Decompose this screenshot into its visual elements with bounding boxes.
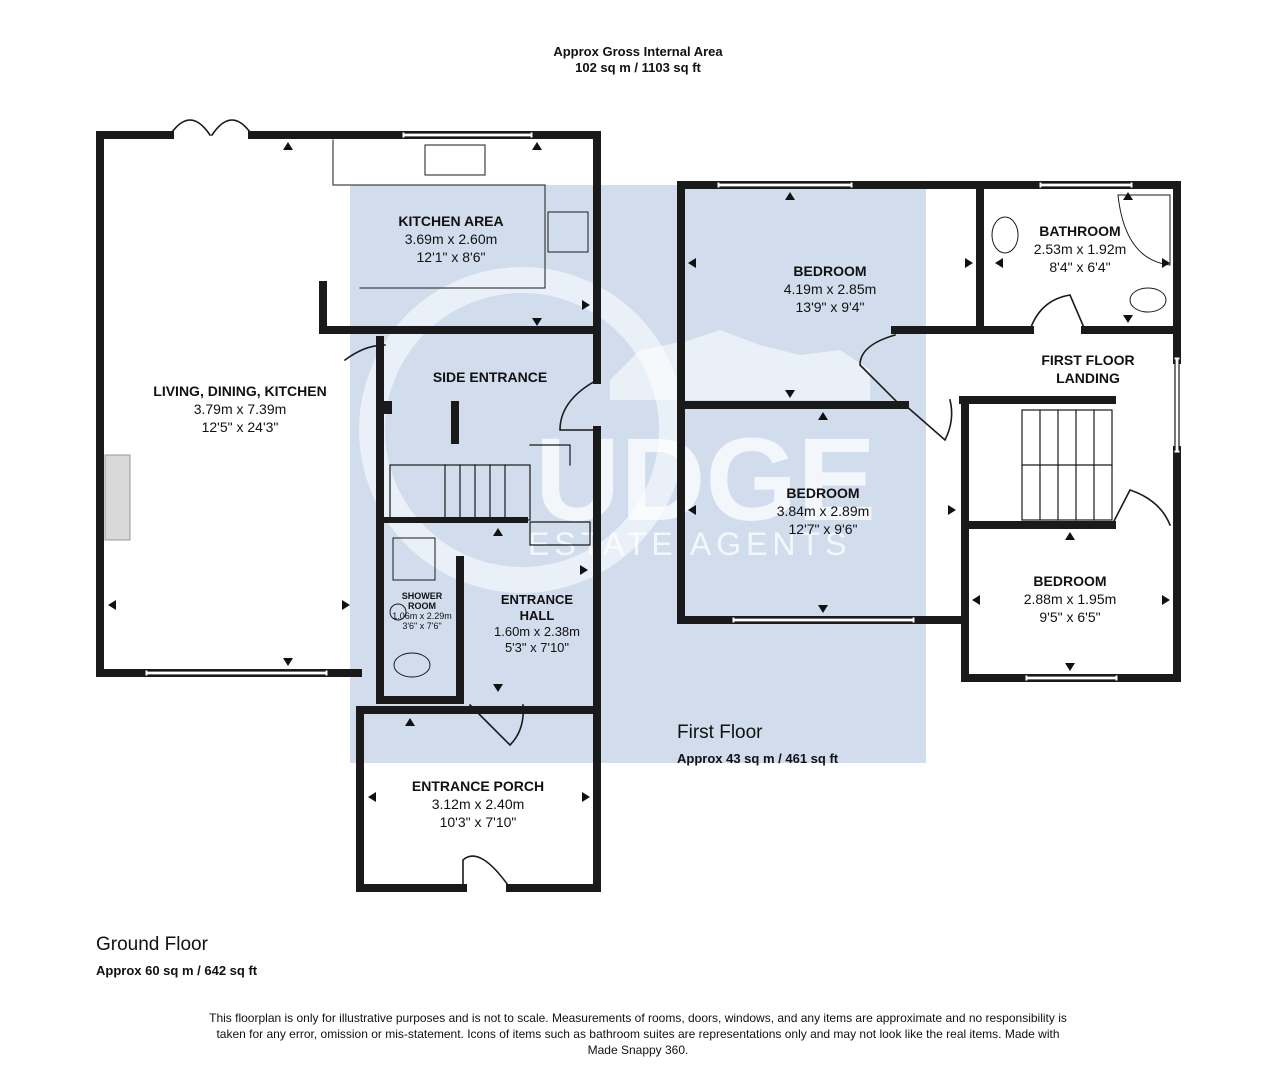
header-line-1: Approx Gross Internal Area <box>553 44 723 59</box>
room-name-1: FIRST FLOOR <box>1041 352 1135 368</box>
room-name-2: ROOM <box>408 601 436 611</box>
room-metric: 2.53m x 1.92m <box>1033 241 1127 257</box>
watermark: UDGE ESTATE AGENTS <box>350 185 926 763</box>
room-bedroom-1: BEDROOM 4.19m x 2.85m 13'9" x 9'4" <box>784 262 877 316</box>
ground-stairs <box>389 444 591 546</box>
window-living-bottom-line <box>147 670 326 676</box>
bed1-door <box>859 334 902 407</box>
room-metric: 4.19m x 2.85m <box>783 281 877 297</box>
header-gross-area: Approx Gross Internal Area 102 sq m / 11… <box>438 44 838 76</box>
room-shower: SHOWER ROOM 1.06m x 2.29m 3'6" x 7'6" <box>392 591 452 631</box>
room-name: BEDROOM <box>793 263 867 279</box>
room-living: LIVING, DINING, KITCHEN 3.79m x 7.39m 12… <box>153 382 326 436</box>
window-bed2-line <box>734 617 913 623</box>
room-imperial: 8'4" x 6'4" <box>1049 259 1111 275</box>
room-imperial: 12'1" x 8'6" <box>416 249 486 265</box>
room-side-entrance: SIDE ENTRANCE <box>433 368 547 386</box>
room-imperial: 9'5" x 6'5" <box>1039 609 1101 625</box>
room-bedroom-2: BEDROOM 3.84m x 2.89m 12'7" x 9'6" <box>777 484 870 538</box>
kitchen-units <box>332 139 589 289</box>
header-line-2: 102 sq m / 1103 sq ft <box>575 60 701 75</box>
room-metric: 3.69m x 2.60m <box>404 231 498 247</box>
hall-door <box>468 703 525 747</box>
room-name-1: SHOWER <box>401 591 443 601</box>
room-imperial: 13'9" x 9'4" <box>795 299 865 315</box>
room-porch: ENTRANCE PORCH 3.12m x 2.40m 10'3" x 7'1… <box>412 777 544 831</box>
first-floor-name: First Floor <box>677 722 763 743</box>
room-landing: FIRST FLOOR LANDING <box>1041 351 1134 387</box>
window-bed1-line <box>719 182 851 188</box>
room-name: BATHROOM <box>1039 223 1121 239</box>
kitchen-bottom-wall <box>319 281 601 334</box>
room-kitchen-area: KITCHEN AREA 3.69m x 2.60m 12'1" x 8'6" <box>398 212 503 266</box>
watermark-sub-text: ESTATE AGENTS <box>528 526 851 562</box>
room-metric: 3.84m x 2.89m <box>776 503 870 519</box>
room-name: BEDROOM <box>1033 573 1107 589</box>
room-name-2: HALL <box>519 608 555 623</box>
bed3-door <box>1110 489 1172 527</box>
fireplace <box>104 454 131 541</box>
window-bath-line <box>1041 182 1131 188</box>
room-name-1: ENTRANCE <box>500 592 574 607</box>
bed1-right-wall <box>891 181 984 334</box>
bed2-door <box>903 399 953 442</box>
porch-door <box>462 855 512 890</box>
room-entrance-hall: ENTRANCE HALL 1.60m x 2.38m 5'3" x 7'10" <box>494 592 580 656</box>
room-name: KITCHEN AREA <box>398 213 504 229</box>
room-imperial: 12'7" x 9'6" <box>788 521 858 537</box>
room-metric: 2.88m x 1.95m <box>1023 591 1117 607</box>
room-metric: 1.06m x 2.29m <box>392 611 452 621</box>
room-metric: 3.12m x 2.40m <box>431 796 525 812</box>
porch-walls <box>356 706 601 892</box>
watermark-background <box>350 185 926 763</box>
side-entrance-walls <box>376 336 464 704</box>
living-door <box>343 344 386 362</box>
room-name-2: LANDING <box>1056 370 1120 386</box>
disclaimer-text: This floorplan is only for illustrative … <box>209 1011 1067 1057</box>
side-door <box>559 378 599 431</box>
window-landing-line <box>1174 359 1180 451</box>
room-imperial: 10'3" x 7'10" <box>439 814 517 830</box>
room-name: LIVING, DINING, KITCHEN <box>153 383 327 399</box>
ground-floor-area: Approx 60 sq m / 642 sq ft <box>96 963 258 978</box>
ground-floor-name: Ground Floor <box>96 934 208 955</box>
ground-floor-plan <box>96 119 601 892</box>
shower-fixtures <box>389 537 436 678</box>
first-floor-area: Approx 43 sq m / 461 sq ft <box>677 751 839 766</box>
watermark-ring <box>359 267 685 593</box>
window-bed3-line <box>1027 675 1116 681</box>
room-imperial: 3'6" x 7'6" <box>402 621 442 631</box>
room-imperial: 12'5" x 24'3" <box>201 419 279 435</box>
watermark-scenery <box>610 330 870 400</box>
room-imperial: 5'3" x 7'10" <box>504 640 570 655</box>
french-doors <box>168 119 254 137</box>
room-metric: 3.79m x 7.39m <box>193 401 287 417</box>
room-name: SIDE ENTRANCE <box>432 369 548 385</box>
bath-door <box>1028 294 1087 332</box>
dimension-arrows <box>108 142 1170 802</box>
first-stairs <box>1021 409 1113 521</box>
side-entrance-stub <box>384 401 459 444</box>
watermark-main-text: UDGE <box>535 414 876 546</box>
room-bathroom: BATHROOM 2.53m x 1.92m 8'4" x 6'4" <box>1034 222 1127 276</box>
room-metric: 1.60m x 2.38m <box>494 624 580 639</box>
window-kitchen-top-line <box>404 132 531 138</box>
first-floor-plan <box>677 181 1181 682</box>
room-name: ENTRANCE PORCH <box>411 778 545 794</box>
room-name: BEDROOM <box>786 485 860 501</box>
room-bedroom-3: BEDROOM 2.88m x 1.95m 9'5" x 6'5" <box>1024 572 1117 626</box>
bath-fixtures <box>991 194 1171 313</box>
